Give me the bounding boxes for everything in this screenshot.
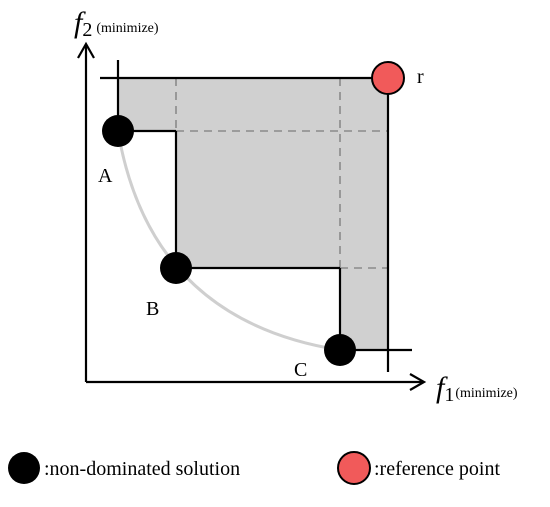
x-axis-subscript: 1 [444,384,454,406]
point-a-label: A [98,165,113,187]
solution-point-c [324,334,356,366]
legend-solution-icon [8,452,40,484]
x-axis-arrowhead [409,373,427,391]
legend-reference-icon [337,451,371,485]
legend: :non-dominated solution :reference point [8,451,500,485]
solution-point-a [102,115,134,147]
y-axis-label: f2(minimize) [74,6,159,41]
legend-solution-label: :non-dominated solution [44,458,240,480]
y-axis-subscript: 2 [82,19,92,41]
hypervolume-region [118,78,388,350]
x-axis-label: f1(minimize) [436,371,518,406]
y-axis-arrowhead [77,41,95,59]
x-axis-note: (minimize) [455,386,518,401]
point-c-label: C [294,359,307,381]
pareto-front-curve [116,130,341,352]
dashed-guides [175,78,388,269]
axes [77,41,427,391]
solution-point-b [160,252,192,284]
legend-reference-label: :reference point [374,458,500,480]
y-axis-note: (minimize) [96,21,159,36]
reference-point-label: r [417,66,424,88]
point-b-label: B [146,298,159,320]
reference-point [371,61,405,95]
